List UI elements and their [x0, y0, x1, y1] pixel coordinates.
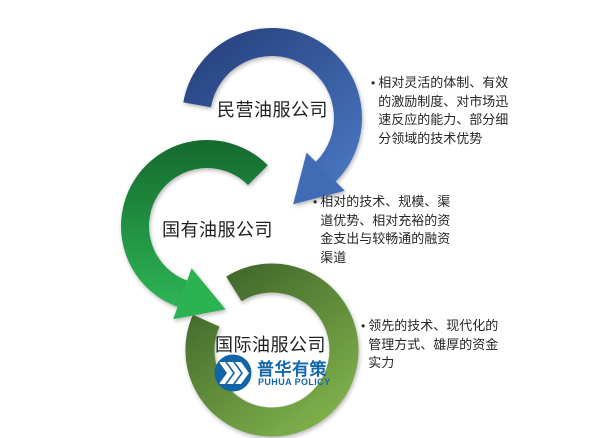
puhua-logo-en-text: PUHUA POLICY [258, 377, 331, 387]
description-stateowned: • 相对的技术、规模、渠 道优势、相对充裕的资 金支出与较畅通的融资 渠道 [313, 193, 458, 267]
blue-arrowhead-icon [293, 152, 345, 205]
ring-private-oilservice [183, 27, 362, 205]
puhua-logo-icon [214, 354, 252, 392]
node-label-stateowned: 国有油服公司 [162, 220, 273, 240]
bullet-icon: • [361, 319, 366, 333]
description-private: • 相对灵活的体制、有效 的激励制度、对市场迅 速反应的能力、部分细 分领域的技… [371, 74, 531, 148]
description-stateowned-text: 相对的技术、规模、渠 道优势、相对充裕的资 金支出与较畅通的融资 渠道 [320, 194, 451, 265]
bullet-icon: • [313, 195, 318, 209]
bullet-icon: • [371, 76, 376, 90]
description-international-text: 领先的技术、现代化的 管理方式、雄厚的资金 实力 [368, 318, 499, 370]
ring-stateowned-oilservice [121, 140, 268, 320]
puhua-logo: 普华有策 PUHUA POLICY [213, 353, 333, 395]
puhua-logo-cn-text: 普华有策 [257, 360, 327, 379]
ring-international-oilservice [185, 263, 359, 437]
node-label-international: 国际油服公司 [215, 335, 326, 355]
green-arrowhead-icon [173, 268, 226, 320]
description-private-text: 相对灵活的体制、有效 的激励制度、对市场迅 速反应的能力、部分细 分领域的技术优… [378, 75, 509, 146]
description-international: • 领先的技术、现代化的 管理方式、雄厚的资金 实力 [361, 317, 511, 373]
node-label-private: 民营油服公司 [217, 100, 328, 120]
